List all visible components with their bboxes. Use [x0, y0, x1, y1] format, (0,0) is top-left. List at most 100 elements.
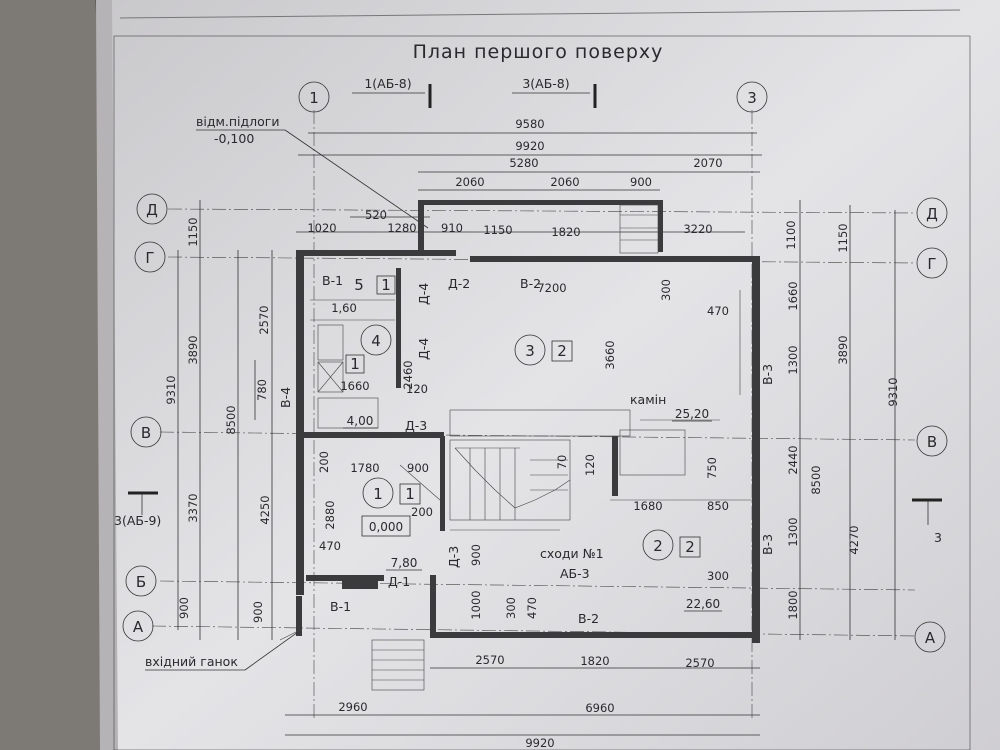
dim-5280: 5280 [509, 156, 538, 170]
dim-520: 520 [365, 208, 387, 222]
dim-2570-bottom-a: 2570 [475, 653, 504, 667]
dim-1660-interior: 1660 [340, 379, 369, 393]
axis-1-label: 1 [309, 89, 319, 107]
room-5-number: 5 [354, 276, 364, 294]
dim-7200: 7200 [537, 281, 566, 295]
room-4-number: 4 [371, 332, 381, 350]
paper [110, 0, 1000, 750]
dim-900-interior-b: 900 [469, 544, 483, 566]
label-d4-bottom: Д-4 [416, 338, 431, 360]
room-areas: 4,00 25,20 7,80 22,60 0,000 [343, 407, 722, 612]
label-d2: Д-2 [448, 276, 470, 291]
floor-mark-label: відм.підлоги [196, 114, 280, 129]
room-markers: 5 1 4 1 3 2 1 1 2 2 [345, 275, 701, 561]
dim-4250-left: 4250 [258, 495, 272, 524]
dim-470-interior-a: 470 [707, 304, 729, 318]
dim-1020: 1020 [307, 221, 336, 235]
label-d3-horizontal: Д-3 [405, 418, 427, 433]
dim-1300-right-a: 1300 [786, 345, 800, 374]
dim-1780: 1780 [350, 461, 379, 475]
dim-2880: 2880 [323, 500, 337, 529]
dim-200-interior-b: 200 [411, 505, 433, 519]
dim-9310-right: 9310 [886, 377, 900, 406]
room-2-number: 2 [653, 537, 663, 555]
dim-850: 850 [707, 499, 729, 513]
dim-2460: 2460 [401, 360, 415, 389]
room-1-level: 0,000 [369, 520, 403, 534]
dim-3370-left: 3370 [186, 493, 200, 522]
top-stairs-graphic [619, 204, 659, 254]
dim-1150-top: 1150 [483, 223, 512, 237]
dim-470-interior-b: 470 [319, 539, 341, 553]
room-1-number: 1 [373, 485, 383, 503]
dim-1150-right: 1150 [836, 223, 850, 252]
dim-4270-right: 4270 [847, 525, 861, 554]
label-v4: В-4 [278, 387, 293, 408]
axis-d-left: Д [146, 201, 158, 219]
dim-1150-left: 1150 [186, 217, 200, 246]
dim-9920-top: 9920 [515, 139, 544, 153]
dim-1280: 1280 [387, 221, 416, 235]
room-4-type: 1 [350, 355, 360, 373]
right-dimension-lines [799, 200, 896, 640]
dim-1-60: 1,60 [331, 301, 357, 315]
label-v3-bottom: В-3 [760, 534, 775, 555]
dim-2440-right: 2440 [786, 445, 800, 474]
dim-2070: 2070 [693, 156, 722, 170]
axis-v-right: В [927, 433, 937, 451]
dim-470-interior-c: 470 [525, 597, 539, 619]
dim-2570-left: 2570 [257, 305, 271, 334]
label-v2-top: В-2 [520, 276, 541, 291]
dim-900-left-a: 900 [177, 597, 191, 619]
dim-750: 750 [705, 457, 719, 479]
dim-1100-right: 1100 [784, 220, 798, 249]
right-dimensions: 1100 1150 1660 1300 3890 9310 8500 2440 … [784, 220, 900, 619]
top-dimension-lines [296, 132, 762, 233]
room-3-number: 3 [525, 342, 535, 360]
dim-70: 70 [555, 455, 569, 470]
dim-9920-bottom: 9920 [525, 736, 554, 750]
dim-1680: 1680 [633, 499, 662, 513]
dim-300-interior-c: 300 [707, 569, 729, 583]
dim-2060-b: 2060 [550, 175, 579, 189]
label-stairs-ref: АБ-3 [560, 566, 590, 581]
dim-8500-right: 8500 [809, 465, 823, 494]
label-fireplace: камін [630, 392, 666, 407]
label-stairs: сходи №1 [540, 546, 604, 561]
dim-1800-right: 1800 [786, 590, 800, 619]
paper-edge [96, 0, 118, 750]
dim-3890-left: 3890 [186, 335, 200, 364]
label-v1-top: В-1 [322, 273, 343, 288]
label-d4-top: Д-4 [416, 283, 431, 305]
dim-300-interior-a: 300 [659, 279, 673, 301]
dim-1820-bottom: 1820 [580, 654, 609, 668]
walls [296, 200, 760, 643]
section-left-ref: 3(АБ-9) [114, 513, 161, 528]
drawing-frame [113, 35, 971, 750]
dim-3890-right: 3890 [836, 335, 850, 364]
label-porch: вхідний ганок [145, 654, 238, 669]
room-1-type: 1 [405, 485, 415, 503]
floor-mark-leader [284, 129, 429, 229]
dim-9580: 9580 [515, 117, 544, 131]
dim-910: 910 [441, 221, 463, 235]
dim-900-top: 900 [630, 175, 652, 189]
element-labels: В-1 В-1 В-2 В-2 В-3 В-3 В-4 Д-1 Д-2 Д-3 … [145, 273, 775, 671]
dim-200-interior-a: 200 [317, 451, 331, 473]
axis-g-right: Г [927, 255, 936, 273]
bottom-dimensions: 2570 1820 2570 2960 6960 9920 [338, 653, 714, 750]
dim-3660: 3660 [603, 340, 617, 369]
section-1-ref: 1(АБ-8) [364, 76, 411, 91]
dim-780-left: 780 [255, 379, 269, 401]
dim-1660-right: 1660 [786, 281, 800, 310]
top-dimensions: 9580 9920 5280 2070 2060 2060 900 520 10… [307, 117, 722, 239]
area-room-3: 25,20 [675, 407, 709, 421]
bottom-dimension-lines [285, 667, 760, 736]
label-v3-top: В-3 [760, 364, 775, 385]
axis-v-left: В [141, 424, 151, 442]
axis-a-left: А [133, 618, 144, 636]
axis-bubbles: 1 3 Д Д Г Г В В Б А А [122, 81, 948, 653]
dim-9310-left: 9310 [164, 375, 178, 404]
axis-d-right: Д [926, 205, 938, 223]
